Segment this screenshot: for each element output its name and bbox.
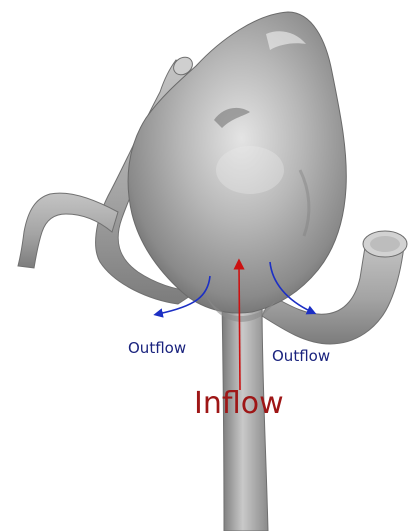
inflow-arrow bbox=[239, 264, 240, 390]
aneurysm-dome bbox=[128, 12, 346, 322]
outflow-label-right: Outflow bbox=[272, 349, 330, 364]
outflow-label-left: Outflow bbox=[128, 341, 186, 356]
inflow-label: Inflow bbox=[194, 389, 284, 419]
